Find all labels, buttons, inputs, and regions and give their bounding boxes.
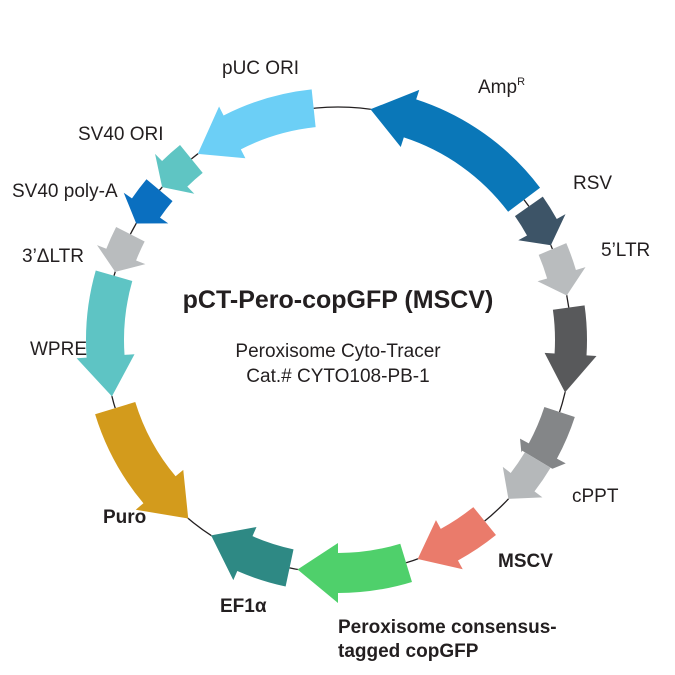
feature-arrow-puc <box>197 89 316 159</box>
feature-arrow-rsv <box>514 196 566 246</box>
feature-arrow-puro <box>95 401 189 519</box>
label-ampr: AmpR <box>478 76 525 98</box>
plasmid-subtitle: Peroxisome Cyto-Tracer <box>235 341 441 362</box>
label-copgfp-line1: Peroxisome consensus- <box>338 617 557 638</box>
catalog-number: Cat.# CYTO108-PB-1 <box>246 366 429 387</box>
label-puc: pUC ORI <box>222 58 299 79</box>
label-5ltr: 5’LTR <box>601 240 650 261</box>
label-mscv: MSCV <box>498 551 553 572</box>
feature-arrow-ef1a <box>211 527 294 587</box>
label-sv40pa: SV40 poly-A <box>12 181 118 202</box>
label-ef1a: EF1α <box>220 596 267 617</box>
feature-arrow-cppt <box>502 452 551 499</box>
feature-arrow-ampr <box>370 89 541 212</box>
label-sv40ori: SV40 ORI <box>78 124 164 145</box>
feature-arrow-sv40ori <box>155 144 203 194</box>
feature-arrow-wpre <box>76 270 135 397</box>
feature-arrow-ltr5 <box>537 243 586 296</box>
feature-arrow-sv40pa <box>123 179 173 224</box>
feature-arrow-copgfp <box>297 543 412 603</box>
label-cppt: cPPT <box>572 486 619 507</box>
label-rsv: RSV <box>573 173 612 194</box>
feature-arrow-ltr3 <box>97 226 146 272</box>
label-wpre: WPRE <box>30 339 87 360</box>
label-puro: Puro <box>103 507 146 528</box>
label-3ltr: 3’ΔLTR <box>22 246 84 267</box>
label-copgfp-line2: tagged copGFP <box>338 641 479 662</box>
feature-arrow-mscv <box>417 507 496 570</box>
feature-arrow-dark-gray <box>544 305 597 393</box>
plasmid-name: pCT-Pero-copGFP (MSCV) <box>183 286 494 314</box>
